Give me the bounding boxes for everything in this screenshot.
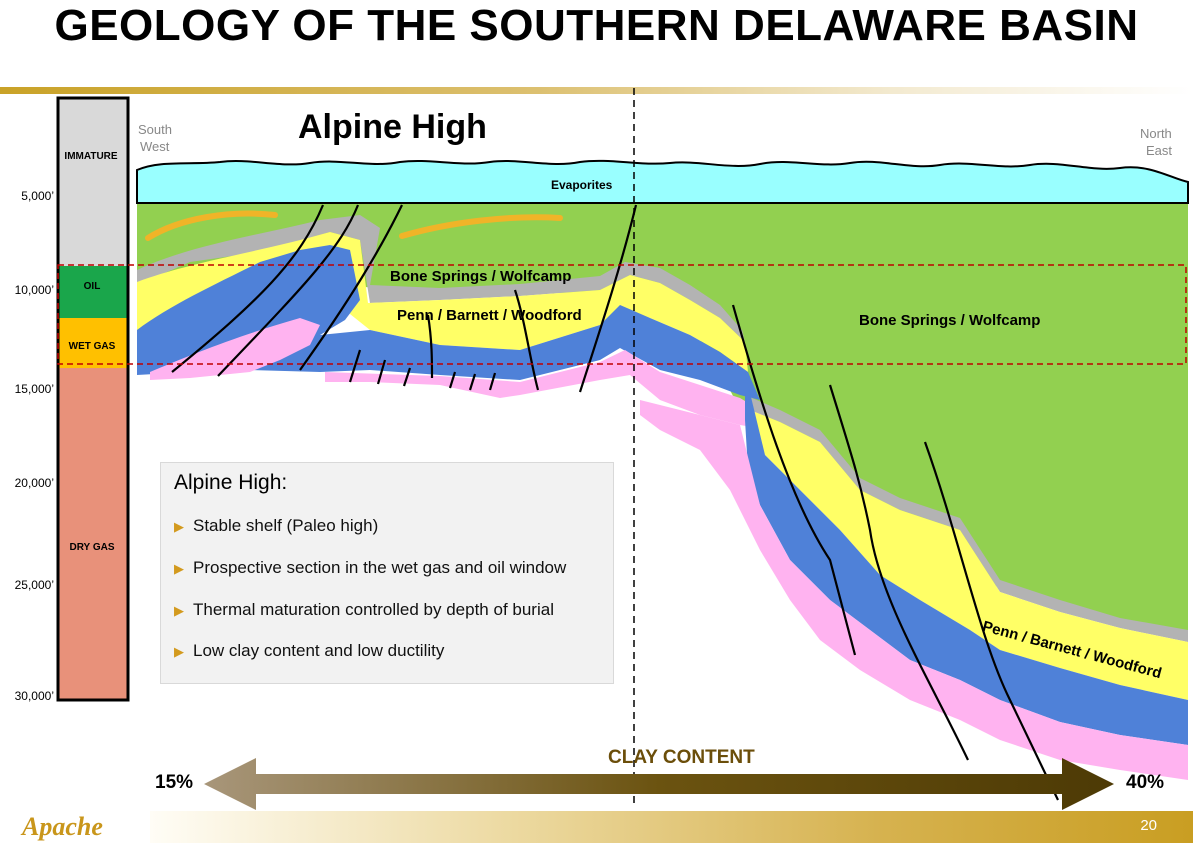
depth-label: 25,000’ xyxy=(14,578,54,592)
bone-springs-label-right: Bone Springs / Wolfcamp xyxy=(859,312,1041,329)
penn-layer-right xyxy=(750,410,1188,700)
bullet-arrow-icon: ▶ xyxy=(174,519,184,534)
depth-label: 30,000’ xyxy=(14,689,54,703)
clay-content-arrow xyxy=(204,758,1114,810)
fault-lines xyxy=(171,204,1059,801)
page-title: GEOLOGY OF THE SOUTHERN DELAWARE BASIN xyxy=(54,1,1139,50)
hydrocarbon-window-box xyxy=(57,264,1187,365)
compass-west: West xyxy=(140,139,170,154)
evaporites-layer xyxy=(136,159,1189,204)
blue-layer-left xyxy=(137,245,760,400)
bullet-item: ▶Low clay content and low ductility xyxy=(174,641,445,660)
info-box: Alpine High: ▶Stable shelf (Paleo high) … xyxy=(160,462,614,684)
pink-layer-left xyxy=(150,318,770,430)
maturity-column xyxy=(56,96,130,702)
info-box-heading: Alpine High: xyxy=(174,471,288,494)
clay-max-label: 40% xyxy=(1126,772,1165,793)
bottom-accent-bar xyxy=(150,811,1193,843)
sand-lens xyxy=(145,210,278,241)
penn-label-left: Penn / Barnett / Woodford xyxy=(397,307,582,324)
bullet-item: ▶Stable shelf (Paleo high) xyxy=(174,516,379,535)
clay-content-label: CLAY CONTENT xyxy=(608,747,755,768)
apache-logo: Apache xyxy=(22,812,103,841)
pink-layer-right xyxy=(640,400,1188,780)
alpine-high-heading: Alpine High xyxy=(298,108,487,146)
grey-unconformity-right xyxy=(745,395,1188,642)
bullet-arrow-icon: ▶ xyxy=(174,561,184,576)
clay-min-label: 15% xyxy=(155,772,194,793)
compass-north: North xyxy=(1140,126,1172,141)
bullet-item: ▶Prospective section in the wet gas and … xyxy=(174,558,567,577)
bullet-arrow-icon: ▶ xyxy=(174,603,184,618)
blue-layer-right xyxy=(745,372,1188,745)
page-number: 20 xyxy=(1140,817,1157,834)
top-accent-bar xyxy=(0,87,1193,94)
bullet-item: ▶Thermal maturation controlled by depth … xyxy=(174,600,554,619)
compass-east: East xyxy=(1146,143,1173,158)
zone-wet-gas: WET GAS xyxy=(68,341,116,352)
depth-label: 20,000’ xyxy=(14,476,54,490)
zone-immature: IMMATURE xyxy=(64,151,118,162)
zone-dry-gas: DRY GAS xyxy=(69,542,115,553)
depth-label: 15,000’ xyxy=(14,382,54,396)
depth-label: 10,000’ xyxy=(14,283,54,297)
bone-springs-label-left: Bone Springs / Wolfcamp xyxy=(390,268,572,285)
evaporites-label: Evaporites xyxy=(551,178,613,192)
depth-label: 5,000’ xyxy=(21,189,54,203)
bullet-arrow-icon: ▶ xyxy=(174,644,184,659)
sand-lens xyxy=(399,214,563,239)
compass-south: South xyxy=(138,122,172,137)
zone-oil: OIL xyxy=(83,281,101,292)
